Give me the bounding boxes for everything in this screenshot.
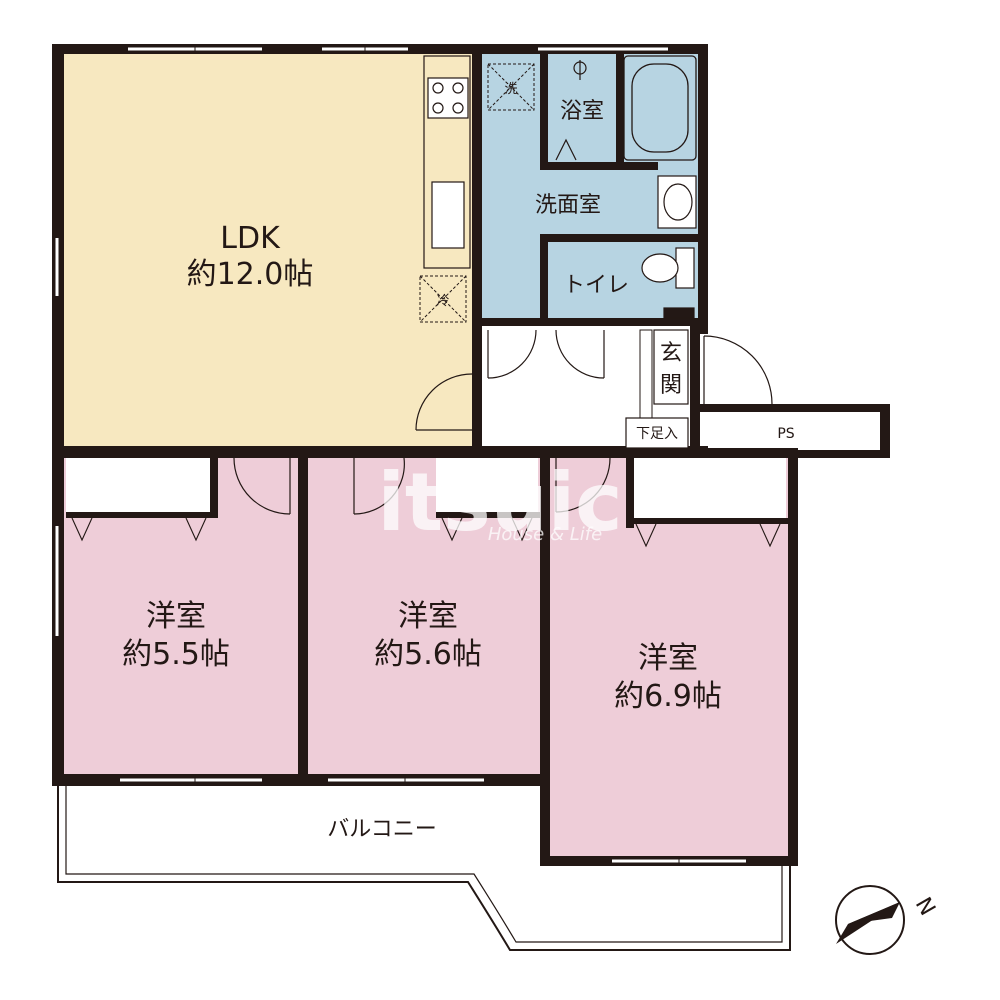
watermark-brand: itsuic	[377, 456, 622, 549]
shoe-cabinet-label: 下足入	[636, 426, 678, 442]
closet-doors	[71, 517, 781, 548]
balcony-outline	[57, 780, 791, 951]
ldk-floor	[62, 52, 476, 452]
shower-fixture	[555, 60, 587, 161]
step-line	[639, 329, 653, 419]
wash-basin	[657, 175, 697, 229]
ldk-name: LDK	[220, 221, 281, 256]
shoe-cabinet	[625, 417, 689, 449]
closet-1	[66, 458, 214, 512]
washer-symbol: 洗	[504, 82, 517, 97]
doors	[233, 329, 773, 515]
toilet-fixture	[641, 247, 695, 319]
fridge-space	[419, 275, 467, 323]
western1-size: 約5.5帖	[122, 637, 230, 672]
window-mullions	[194, 45, 680, 865]
ps-space	[708, 414, 878, 448]
washer-space	[487, 63, 535, 111]
windows	[55, 47, 746, 863]
western3-size: 約6.9帖	[614, 679, 722, 714]
western2-name: 洋室	[398, 599, 458, 634]
bath-name: 浴室	[560, 99, 604, 124]
closet-3	[630, 458, 786, 520]
ps-label: PS	[777, 426, 794, 442]
western3-name: 洋室	[638, 641, 698, 676]
kitchen-counter	[423, 55, 471, 269]
balcony-inner-rail	[65, 780, 783, 943]
closet-2	[436, 458, 538, 512]
toilet-name: トイレ	[563, 273, 629, 298]
entrance-floor	[653, 329, 689, 405]
compass-label: N	[910, 893, 940, 920]
ldk-size: 約12.0帖	[187, 257, 314, 292]
washroom-name: 洗面室	[535, 193, 601, 218]
balcony-name: バルコニー	[327, 817, 437, 842]
western2-size: 約5.6帖	[374, 637, 482, 672]
watermark-tagline: House & Life	[488, 524, 602, 545]
western1-name: 洋室	[146, 599, 206, 634]
north-arrow-icon	[835, 885, 905, 955]
fridge-symbol: 冷	[436, 294, 449, 309]
bathtub	[623, 55, 697, 161]
entrance-name-top: 玄	[660, 341, 682, 366]
entrance-name-bottom: 関	[660, 373, 682, 398]
